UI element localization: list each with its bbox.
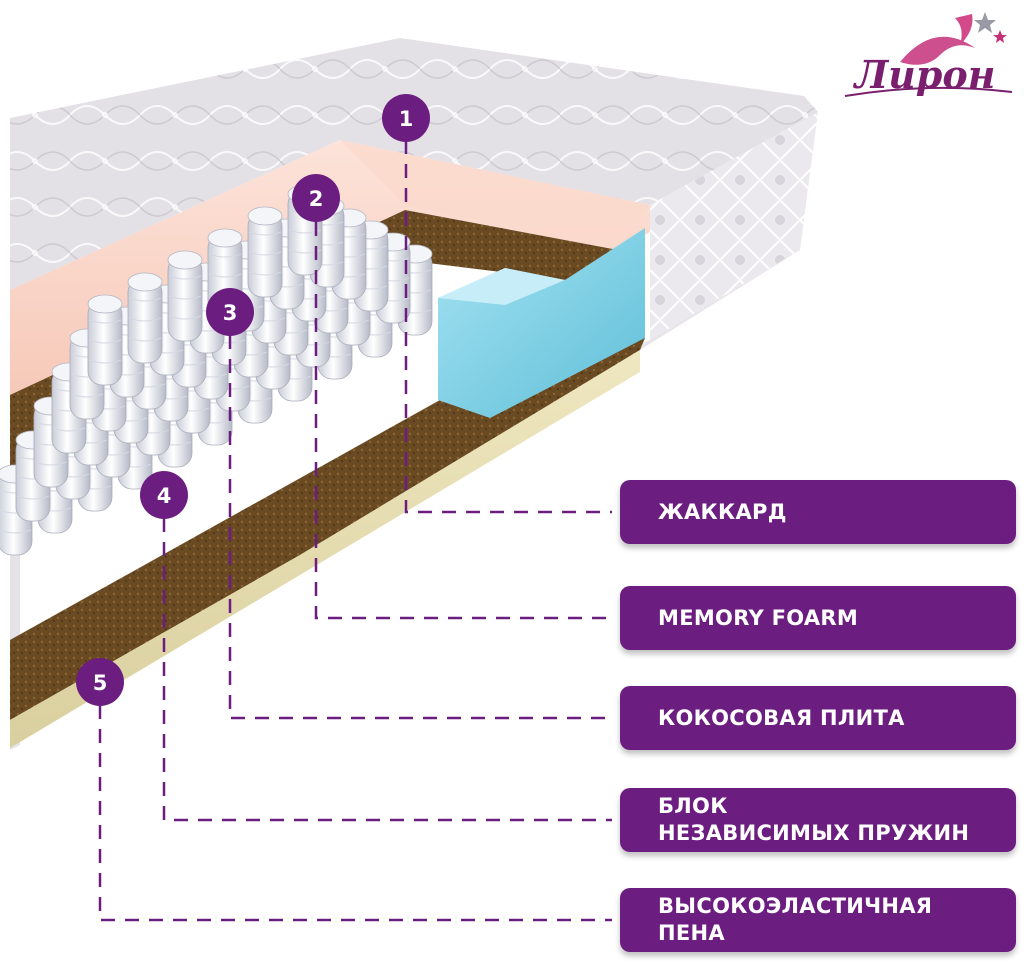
- brand-logo: Лирон: [844, 12, 1013, 97]
- layer-badge-1: 1: [382, 94, 430, 142]
- jacquard-side-panel: [650, 112, 818, 340]
- logo-underline: [844, 86, 1013, 97]
- layer-badge-3: 3: [206, 288, 254, 336]
- logo-star-small-icon: [993, 30, 1007, 43]
- layer-label-spring-block: БЛОК НЕЗАВИСИМЫХ ПРУЖИН: [620, 788, 1016, 852]
- logo-wing-icon: [955, 14, 973, 45]
- layer-label-elastic-foam: ВЫСОКОЭЛАСТИЧНАЯ ПЕНА: [620, 888, 1016, 952]
- brand-logo-text: Лирон: [853, 52, 996, 97]
- layer-badge-2-number: 2: [309, 187, 324, 211]
- jacquard-top-surface: [10, 38, 818, 290]
- high-elastic-foam-base: [10, 350, 640, 748]
- layer-label-text-line-1: ВЫСОКОЭЛАСТИЧНАЯ: [658, 894, 933, 918]
- layer-badge-4-number: 4: [157, 484, 172, 508]
- layer-label-memory-foam: MEMORY FOARM: [620, 586, 1016, 650]
- leader-line-5: [98, 705, 612, 922]
- layer-badge-5: 5: [76, 658, 124, 706]
- coconut-slab-lower: [10, 338, 645, 720]
- pocket-spring: [167, 250, 203, 342]
- perimeter-foam-top: [438, 268, 565, 305]
- leader-line-1: [404, 140, 612, 514]
- layer-badge-5-number: 5: [93, 671, 108, 695]
- layer-badge-3-number: 3: [223, 301, 238, 325]
- leader-line-3: [228, 335, 612, 720]
- leader-line-2: [314, 222, 612, 620]
- pocket-spring-block: [0, 184, 433, 556]
- leader-lines: [98, 140, 612, 922]
- pocket-spring: [127, 272, 163, 364]
- layer-badge-2: 2: [292, 174, 340, 222]
- layer-label-text: КОКОСОВАЯ ПЛИТА: [658, 705, 905, 730]
- layer-label-coconut-slab: КОКОСОВАЯ ПЛИТА: [620, 686, 1016, 750]
- leader-line-4: [162, 518, 612, 822]
- layer-label-text-line-1: БЛОК: [658, 794, 728, 818]
- layer-label-jacquard: ЖАККАРД: [620, 480, 1016, 544]
- logo-swoosh-icon: [900, 36, 975, 65]
- pocket-spring: [87, 294, 123, 386]
- memory-foam-top-face: [340, 140, 650, 250]
- layer-badge-4: 4: [140, 471, 188, 519]
- layer-label-text-line-2: ПЕНА: [658, 921, 725, 945]
- layer-label-text: ЖАККАРД: [658, 499, 787, 524]
- layer-badge-1-number: 1: [399, 107, 414, 131]
- layer-label-text-line-2: НЕЗАВИСИМЫХ ПРУЖИН: [658, 821, 970, 845]
- logo-star-icon: [974, 12, 996, 33]
- pocket-spring: [247, 206, 283, 298]
- layer-label-text: MEMORY FOARM: [658, 605, 859, 630]
